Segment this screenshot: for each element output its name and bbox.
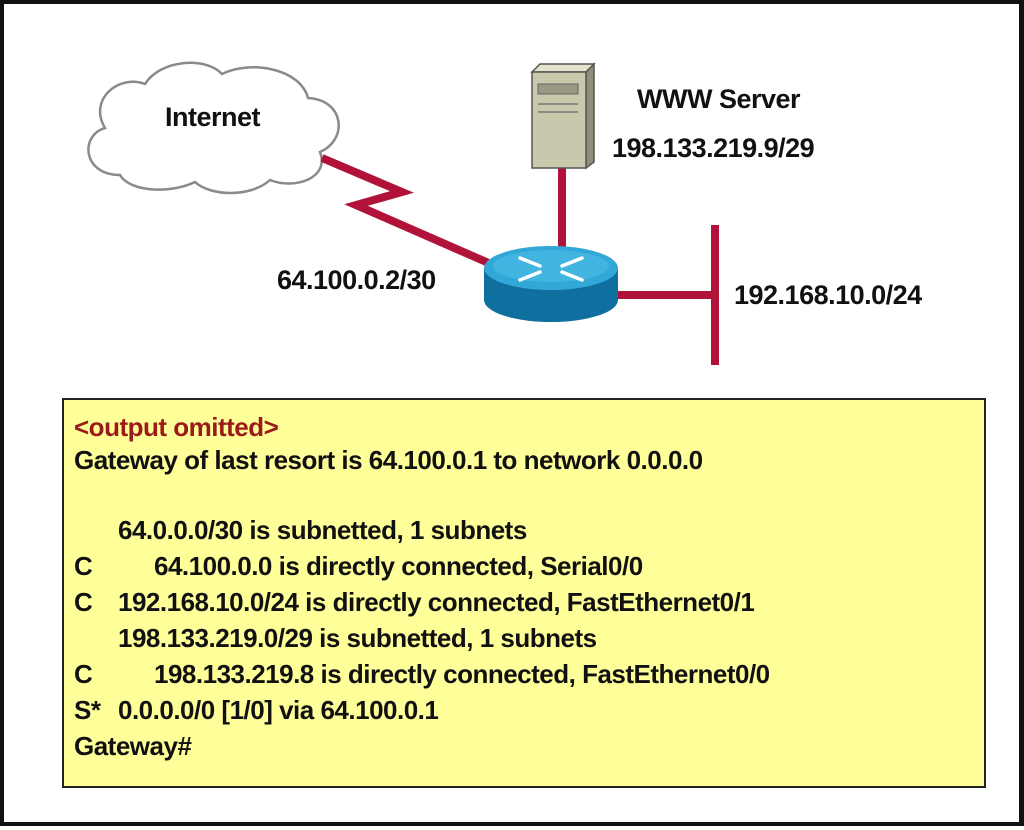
route-line: S* 0.0.0.0/0 [1/0] via 64.100.0.1 <box>74 692 984 728</box>
route-code: C <box>74 587 93 617</box>
route-line: C 192.168.10.0/24 is directly connected, … <box>74 584 984 620</box>
cloud-icon <box>87 61 340 195</box>
cli-prompt: Gateway# <box>74 731 192 761</box>
route-text: 198.133.219.8 is directly connected, Fas… <box>154 659 770 689</box>
router-icon <box>484 246 618 322</box>
route-text: 192.168.10.0/24 is directly connected, F… <box>118 587 755 617</box>
route-code: C <box>74 551 93 581</box>
route-text: 64.100.0.0 is directly connected, Serial… <box>154 551 643 581</box>
blank-line <box>74 478 984 512</box>
route-line: 64.0.0.0/30 is subnetted, 1 subnets <box>74 512 984 548</box>
internet-label: Internet <box>165 102 261 132</box>
output-omitted-line: <output omitted> <box>74 412 279 442</box>
route-line: 198.133.219.0/29 is subnetted, 1 subnets <box>74 620 984 656</box>
server-name-label: WWW Server <box>637 84 801 114</box>
routing-table-output: <output omitted> Gateway of last resort … <box>62 398 986 788</box>
route-text: 0.0.0.0/0 [1/0] via 64.100.0.1 <box>118 695 439 725</box>
route-line: C 198.133.219.8 is directly connected, Fa… <box>74 656 984 692</box>
route-code: C <box>74 659 93 689</box>
route-text: 64.0.0.0/30 is subnetted, 1 subnets <box>118 515 527 545</box>
server-icon <box>530 62 596 170</box>
route-text: 198.133.219.0/29 is subnetted, 1 subnets <box>118 623 597 653</box>
route-code: S* <box>74 695 101 725</box>
serial-ip-label: 64.100.0.2/30 <box>277 265 436 295</box>
server-ip-label: 198.133.219.9/29 <box>612 133 815 163</box>
lan-network-label: 192.168.10.0/24 <box>734 280 922 310</box>
serial-link <box>320 154 502 272</box>
gateway-line: Gateway of last resort is 64.100.0.1 to … <box>74 445 703 475</box>
route-line: C 64.100.0.0 is directly connected, Seria… <box>74 548 984 584</box>
